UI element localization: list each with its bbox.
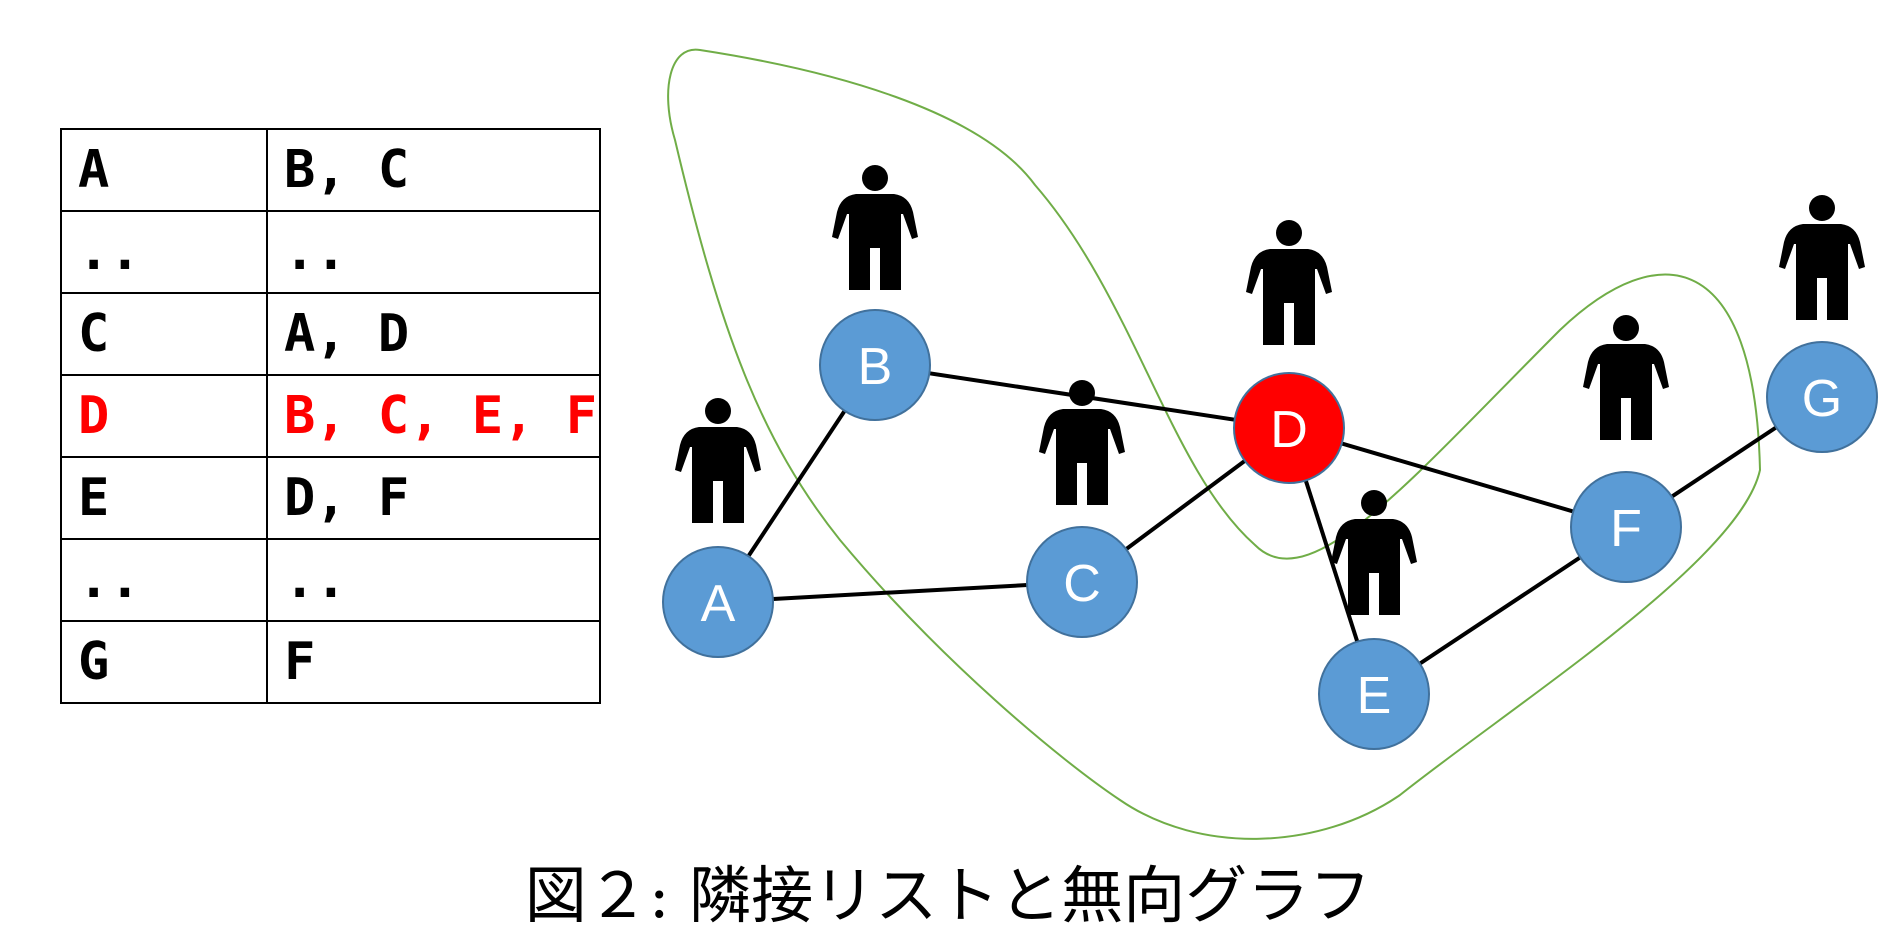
- table-cell-neighbors: A, D: [266, 292, 601, 376]
- table-cell-neighbors: B, C, E, F: [266, 374, 601, 458]
- node-circle: [1570, 471, 1682, 583]
- adjacency-list-table: A B, C .. .. C A, D D B, C, E, F E D, F …: [60, 128, 601, 704]
- table-cell-neighbors: ..: [266, 538, 601, 622]
- table-cell-neighbors: ..: [266, 210, 601, 294]
- person-icon: [1779, 195, 1865, 320]
- node-label: D: [1270, 401, 1308, 459]
- table-cell-neighbors: B, C: [266, 128, 601, 212]
- table-cell-node: A: [60, 128, 268, 212]
- node-circle: [1026, 526, 1138, 638]
- person-icon: [832, 165, 918, 290]
- graph-node-a: A: [662, 546, 774, 658]
- table-row: .. ..: [60, 538, 601, 622]
- edge-A-C: [717, 580, 1083, 604]
- table-cell-node: D: [60, 374, 268, 458]
- table-cell-node: ..: [60, 210, 268, 294]
- node-circle: [1766, 341, 1878, 453]
- node-label: E: [1357, 667, 1392, 725]
- community-outline-1: [667, 48, 1762, 840]
- table-row: A B, C: [60, 128, 601, 212]
- table-row: G F: [60, 620, 601, 704]
- node-circle: [662, 546, 774, 658]
- table-cell-node: G: [60, 620, 268, 704]
- table-row: E D, F: [60, 456, 601, 540]
- node-circle: [819, 309, 931, 421]
- table-cell-node: ..: [60, 538, 268, 622]
- person-icon: [1246, 220, 1332, 345]
- graph-node-g: G: [1766, 341, 1878, 453]
- person-icon: [1039, 380, 1125, 505]
- table-cell-neighbors: D, F: [266, 456, 601, 540]
- graph-nodes: A B C D E F G: [662, 309, 1878, 750]
- table-cell-node: C: [60, 292, 268, 376]
- node-label: C: [1063, 555, 1101, 613]
- node-label: F: [1610, 500, 1642, 558]
- node-label: G: [1802, 370, 1842, 428]
- graph-node-f: F: [1570, 471, 1682, 583]
- graph-node-b: B: [819, 309, 931, 421]
- table-cell-neighbors: F: [266, 620, 601, 704]
- table-row-highlighted: D B, C, E, F: [60, 374, 601, 458]
- person-icon: [1583, 315, 1669, 440]
- table-row: C A, D: [60, 292, 601, 376]
- graph-node-e: E: [1318, 638, 1430, 750]
- figure-caption: 図２: 隣接リストと無向グラフ: [524, 859, 1372, 932]
- edge-D-F: [1288, 426, 1627, 529]
- person-icon: [675, 398, 761, 523]
- table-cell-node: E: [60, 456, 268, 540]
- table-row: .. ..: [60, 210, 601, 294]
- node-circle: [1318, 638, 1430, 750]
- graph-node-d: D: [1233, 372, 1345, 484]
- graph-node-c: C: [1026, 526, 1138, 638]
- node-circle: [1233, 372, 1345, 484]
- node-label: B: [858, 338, 893, 396]
- node-label: A: [701, 575, 736, 633]
